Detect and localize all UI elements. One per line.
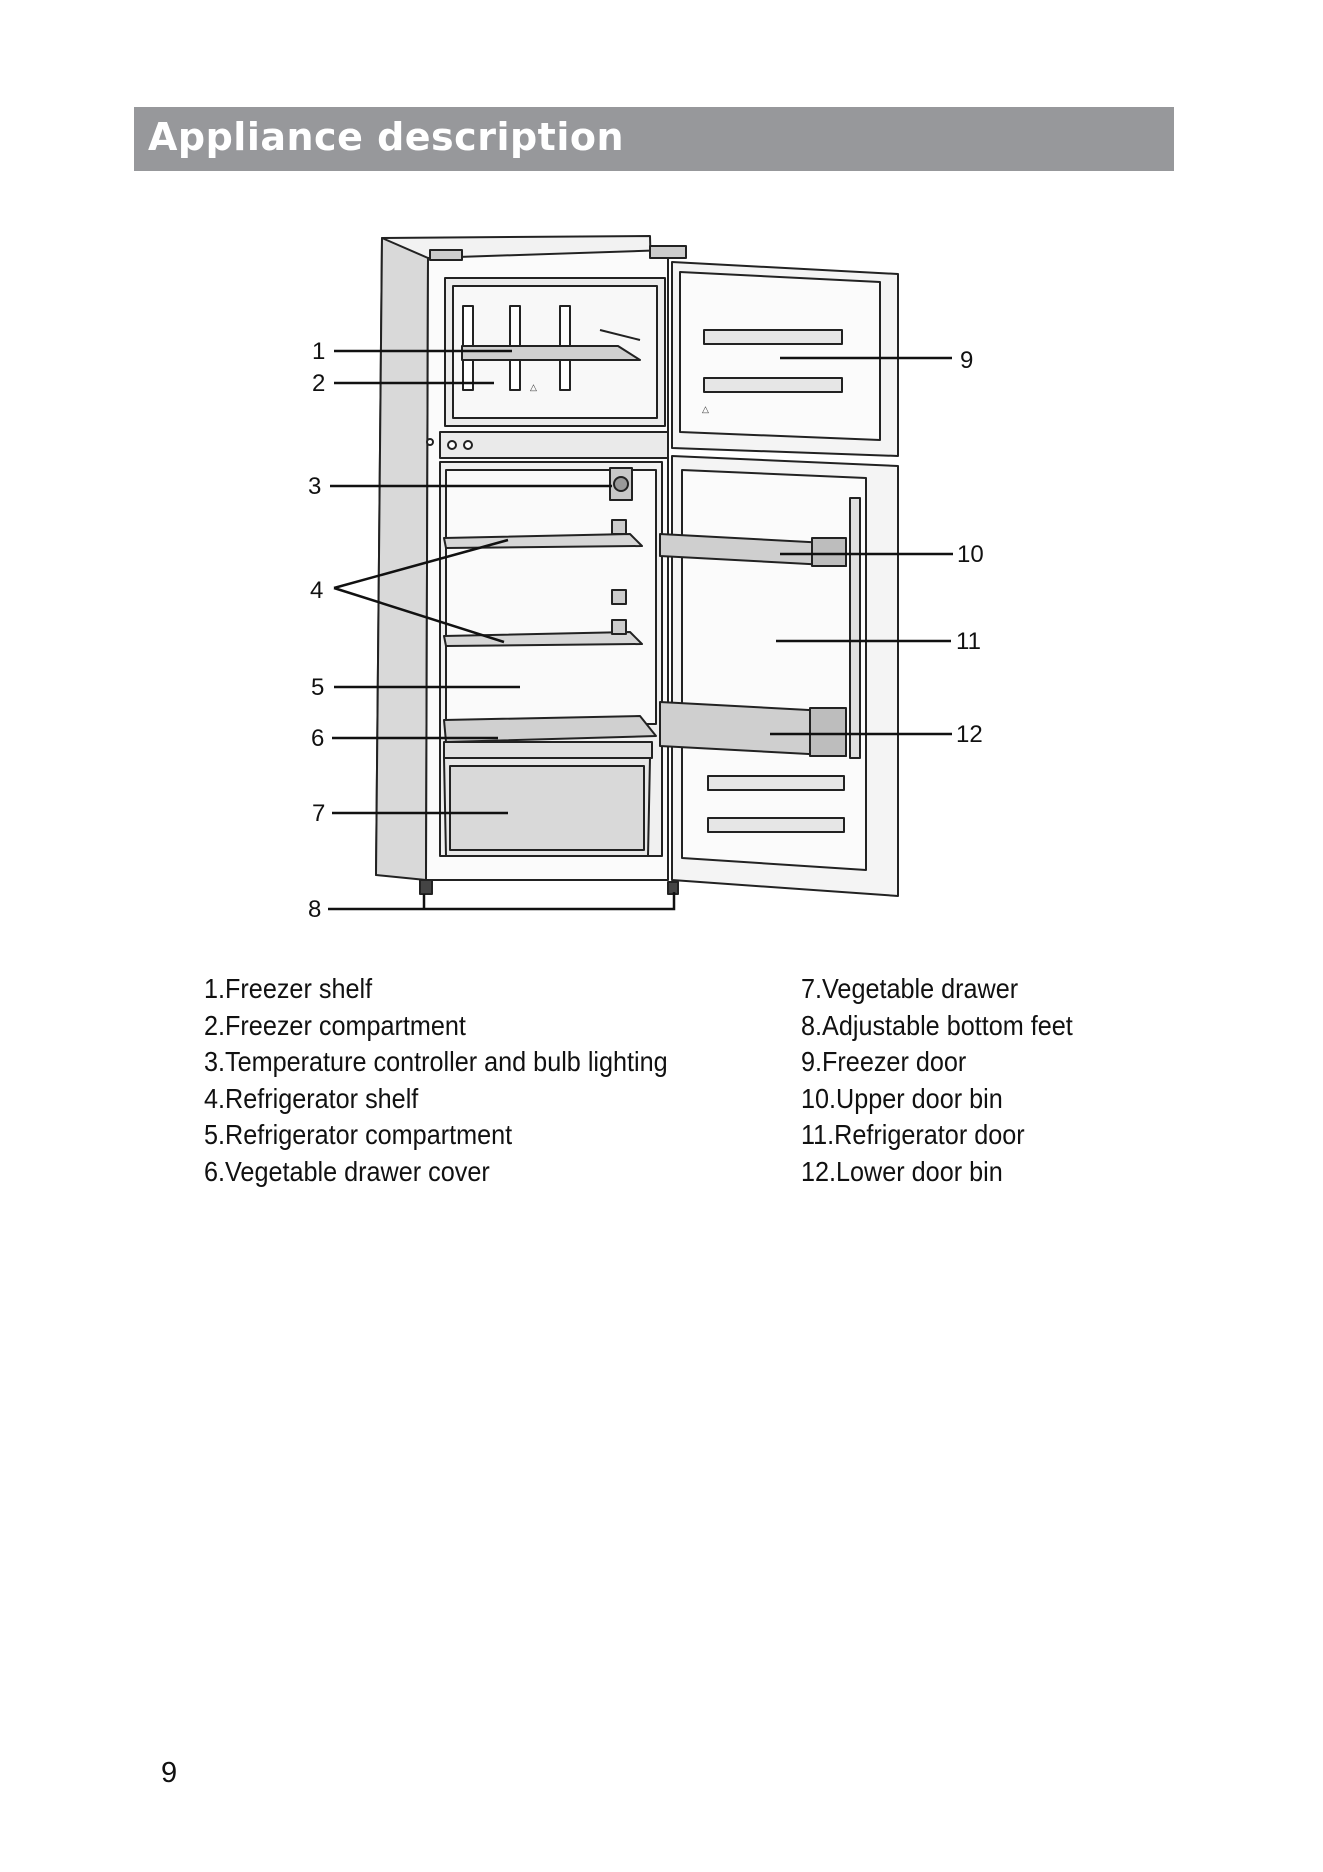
- page-number: 9: [161, 1757, 178, 1789]
- legend-item: 7.Vegetable drawer: [801, 973, 1019, 1004]
- refrigerator-illustration: △ △: [375, 235, 899, 897]
- callout-4: 4: [310, 577, 323, 604]
- legend-item: 2.Freezer compartment: [204, 1009, 466, 1041]
- callout-5: 5: [311, 674, 324, 701]
- legend-item: 11.Refrigerator door: [801, 1119, 1025, 1151]
- legend-item: 3.Temperature controller and bulb lighti…: [204, 1046, 668, 1078]
- svg-text:△: △: [702, 404, 709, 414]
- callout-9: 9: [960, 347, 973, 374]
- callout-leader-lines: [328, 349, 953, 911]
- legend-item: 5.Refrigerator compartment: [204, 1119, 513, 1151]
- refrigerator-diagram: △ △: [308, 235, 984, 923]
- callout-1: 1: [312, 338, 325, 365]
- svg-text:△: △: [530, 382, 537, 392]
- callout-8: 8: [308, 896, 321, 923]
- callout-6: 6: [311, 725, 324, 752]
- legend-item: 10.Upper door bin: [801, 1082, 1003, 1114]
- section-header-bar: Appliance description: [134, 107, 1174, 171]
- legend-item: 8.Adjustable bottom feet: [801, 1009, 1073, 1041]
- legend-item: 6.Vegetable drawer cover: [204, 1155, 490, 1187]
- legend-item: 4.Refrigerator shelf: [204, 1082, 419, 1114]
- legend-item: 9.Freezer door: [801, 1046, 967, 1078]
- legend-item: 1.Freezer shelf: [204, 973, 373, 1004]
- legend-list-right: 7.Vegetable drawer 8.Adjustable bottom f…: [801, 971, 1073, 1191]
- section-title: Appliance description: [148, 115, 625, 159]
- callout-12: 12: [956, 721, 983, 748]
- legend-item: 12.Lower door bin: [801, 1155, 1003, 1187]
- callout-11: 11: [956, 628, 981, 655]
- callout-7: 7: [312, 800, 325, 827]
- legend-list-left: 1.Freezer shelf 2.Freezer compartment 3.…: [204, 971, 668, 1191]
- callout-3: 3: [308, 473, 321, 500]
- callout-10: 10: [957, 541, 984, 568]
- callout-numbers: 1 2 3 4 5 6 7 8 9 10 11 12: [308, 338, 984, 923]
- callout-2: 2: [312, 370, 325, 397]
